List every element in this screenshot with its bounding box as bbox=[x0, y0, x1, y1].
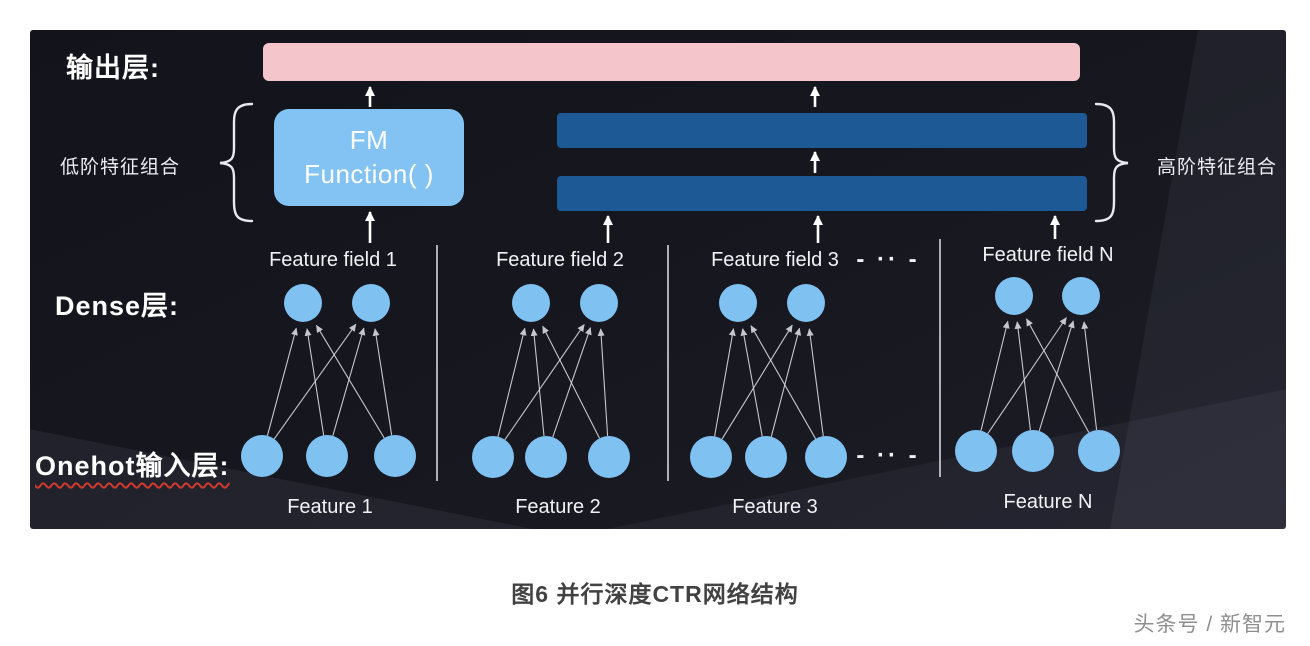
hidden-layer-bar-2 bbox=[557, 176, 1087, 211]
feature-field-label-3: Feature field 3 bbox=[711, 249, 839, 271]
feature-field-label-2: Feature field 2 bbox=[496, 249, 624, 271]
dense-layer-label: Dense层: bbox=[55, 291, 180, 321]
fm-box-line1: FM bbox=[349, 124, 389, 155]
low-order-label: 低阶特征组合 bbox=[60, 157, 181, 178]
feature-label-1: Feature 1 bbox=[287, 496, 373, 518]
output-layer-label: 输出层: bbox=[66, 53, 160, 83]
feature-label-2: Feature 2 bbox=[515, 496, 601, 518]
input-row-ellipsis: - ·· - bbox=[856, 442, 920, 469]
feature-field-label-n: Feature field N bbox=[982, 244, 1114, 266]
feature-label-3: Feature 3 bbox=[732, 496, 818, 518]
field-label-ellipsis: - ·· - bbox=[856, 246, 920, 273]
fm-box-line2: Function( ) bbox=[304, 158, 434, 189]
hidden-layer-bar-1 bbox=[557, 113, 1087, 148]
high-order-label: 高阶特征组合 bbox=[1157, 157, 1278, 178]
feature-label-n: Feature N bbox=[1003, 491, 1093, 513]
watermark: 头条号 / 新智元 bbox=[1133, 613, 1286, 636]
feature-field-label-1: Feature field 1 bbox=[269, 249, 397, 271]
figure-caption: 图6 并行深度CTR网络结构 bbox=[511, 581, 799, 607]
output-layer-bar bbox=[263, 43, 1080, 81]
fm-function-box: FM Function( ) bbox=[274, 109, 464, 206]
onehot-input-layer-label: Onehot输入层: bbox=[35, 451, 230, 481]
